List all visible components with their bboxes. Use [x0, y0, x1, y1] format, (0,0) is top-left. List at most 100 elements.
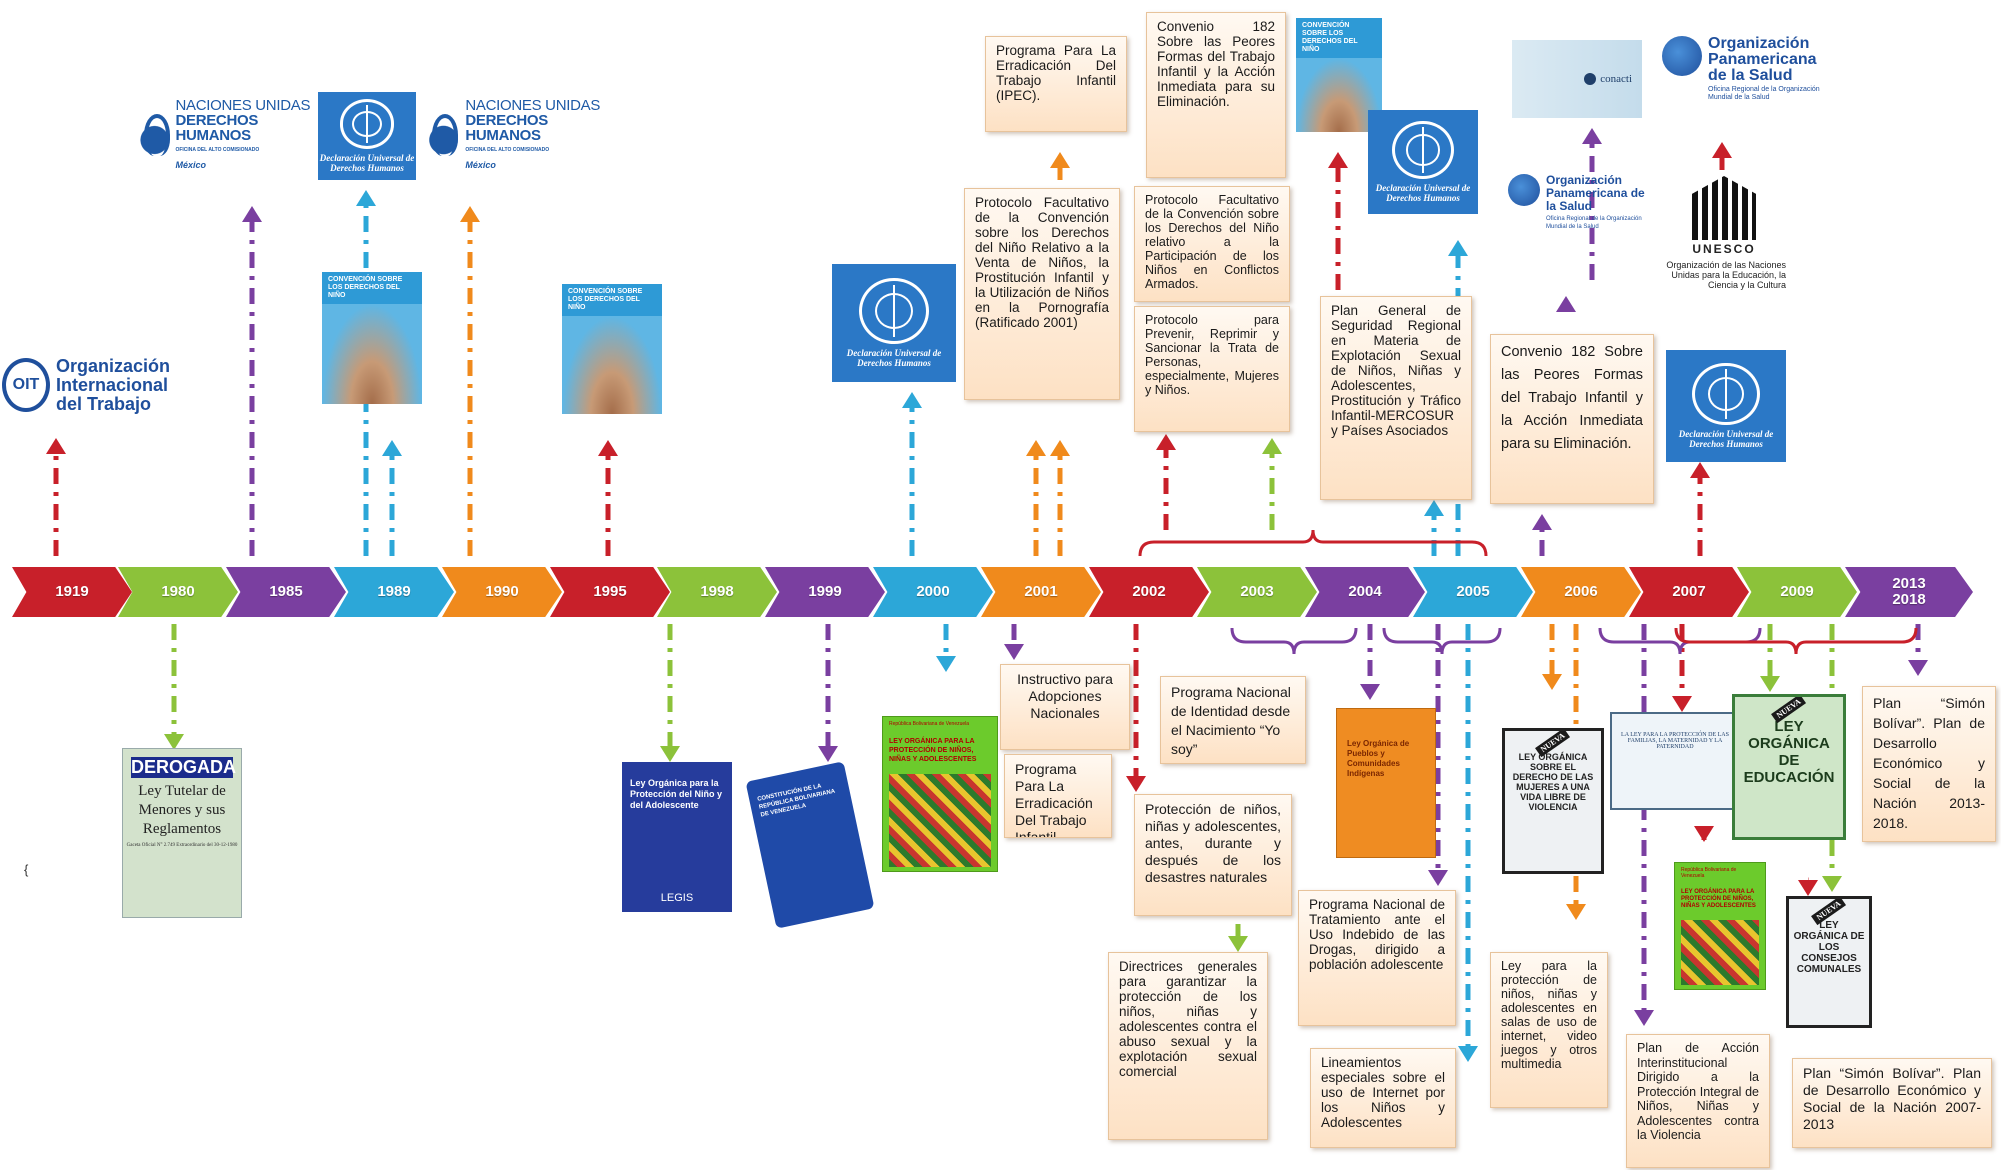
arrow-2002-up-crc: [1328, 152, 1348, 290]
republica-head: República Bolivariana de Venezuela: [1681, 867, 1737, 879]
identidad-yo-soy-box: Programa Nacional de Identidad desde el …: [1160, 676, 1306, 764]
plan-accion-violencia-box: Plan de Acción Interinstitucional Dirigi…: [1626, 1034, 1770, 1168]
brace-bottom-2006-2009: [1598, 627, 1762, 655]
year-2009: 2009: [1737, 567, 1857, 617]
lopnna-title: LEY ORGÁNICA PARA LA PROTECCIÓN DE NIÑOS…: [889, 738, 977, 763]
lopnna-title: LEY ORGÁNICA PARA LA PROTECCIÓN DE NIÑOS…: [1681, 889, 1756, 909]
arrow-1985-up: [242, 206, 262, 556]
arrow-2006-up-a: [1532, 514, 1552, 556]
ley-tutelar-title: Ley Tutelar de Menores y sus Reglamentos: [138, 783, 226, 837]
arrow-2002-up: [1156, 434, 1176, 530]
arrow-2013-down: [1908, 624, 1928, 676]
arrow-2000-up: [902, 392, 922, 556]
protocolo-conflictos-box: Protocolo Facultativo de la Convención s…: [1134, 186, 1290, 302]
ops-sub: Oficina Regional de la Organización Mund…: [1546, 216, 1642, 230]
plan-simon-bolivar-2007-box: Plan “Simón Bolívar”. Plan de Desarrollo…: [1792, 1058, 1992, 1148]
arrow-2006-down-a: [1542, 624, 1562, 690]
arrow-2005-up: [1424, 500, 1444, 556]
un-declaration-logo-2005: Declaración Universal de Derechos Humano…: [1368, 110, 1478, 214]
unesco-temple-icon: [1692, 176, 1756, 240]
ops-name: Organización Panamericana de la Salud: [1708, 36, 1817, 84]
ley-mujeres-title: LEY ORGÁNICA SOBRE EL DERECHO DE LAS MUJ…: [1512, 752, 1594, 812]
brace-top-2002-2005: [1138, 529, 1488, 557]
oit-logo: OIT Organización Internacional del Traba…: [2, 350, 172, 420]
ley-consejos-comunales-poster: NUEVA LEY ORGÁNICA DE LOS CONSEJOS COMUN…: [1786, 896, 1872, 1028]
year-1990: 1990: [442, 567, 562, 617]
ley-salas-internet-box: Ley para la protección de niños, niñas y…: [1490, 952, 1608, 1108]
constitucion-book: CONSTITUCIÓN DE LA REPÚBLICA BOLIVARIANA…: [745, 761, 875, 929]
conacti-icon: [1584, 73, 1597, 85]
year-1995: 1995: [550, 567, 670, 617]
arrow-1995-up: [598, 440, 618, 556]
arrow-2003-down-dir: [1228, 924, 1248, 952]
ops-globe-icon: [1508, 174, 1540, 206]
arrow-1919-up: [46, 438, 66, 556]
arrow-2006-up-b: [1556, 296, 1576, 312]
year-label: 2003: [1240, 583, 1274, 600]
nudh-line1: NACIONES UNIDAS: [175, 96, 311, 114]
arrow-2007-up-unesco: [1712, 142, 1732, 170]
un-declaration-logo-2000: Declaración Universal de Derechos Humano…: [832, 264, 956, 382]
year-label: 2002: [1132, 583, 1166, 600]
year-label: 2000: [916, 583, 950, 600]
pueblos-title: Ley Orgánica de Pueblos y Comunidades In…: [1347, 739, 1410, 778]
arrow-2004-down: [1360, 624, 1380, 700]
ley-familias-title: LA LEY PARA LA PROTECCIÓN DE LAS FAMILIA…: [1621, 732, 1729, 750]
ops-name: Organización Panamericana de la Salud: [1546, 174, 1645, 213]
nudh-line4: México: [175, 159, 206, 170]
brace-bottom-2005: [1382, 627, 1502, 655]
brace-bottom-2007-2013: [1674, 627, 1918, 655]
crc-title: CONVENCIÓN SOBRE LOS DERECHOS DEL NIÑO: [328, 276, 403, 299]
nudh-logo-1985: NACIONES UNIDAS DERECHOS HUMANOS OFICINA…: [138, 95, 318, 175]
year-label: 1919: [55, 583, 89, 600]
year-1989: 1989: [334, 567, 454, 617]
hands-image: [1296, 58, 1382, 132]
un-declaration-logo-2007: Declaración Universal de Derechos Humano…: [1666, 350, 1786, 462]
arrow-1998-down: [660, 624, 680, 762]
year-label: 1998: [700, 583, 734, 600]
year-2003: 2003: [1197, 567, 1317, 617]
unesco-sub: Organización de las Naciones Unidas para…: [1666, 260, 1786, 290]
year-2013-2018: 2013 2018: [1845, 567, 1973, 617]
ipec-box: Programa Para La Erradicación Del Trabaj…: [985, 36, 1127, 132]
ley-consejos-title: LEY ORGÁNICA DE LOS CONSEJOS COMUNALES: [1793, 920, 1865, 975]
constitucion-title: CONSTITUCIÓN DE LA REPÚBLICA BOLIVARIANA…: [756, 783, 836, 819]
un-declaration-logo-1989: Declaración Universal de Derechos Humano…: [318, 92, 416, 180]
flame-icon: [138, 110, 172, 160]
ley-tutelar-menores-card: DEROGADA Ley Tutelar de Menores y sus Re…: [122, 748, 242, 918]
arrow-1990-up: [460, 206, 480, 556]
year-1980: 1980: [118, 567, 238, 617]
year-1985: 1985: [226, 567, 346, 617]
nudh-line2: DERECHOS HUMANOS: [175, 111, 259, 144]
arrow-2013-down-b: [1798, 880, 1818, 896]
hands-image: [322, 304, 422, 404]
nudh-logo-1990: NACIONES UNIDAS DERECHOS HUMANOS OFICINA…: [426, 95, 616, 175]
un-globe-icon: [859, 277, 929, 345]
legis-publisher: LEGIS: [660, 892, 694, 904]
year-label: 2005: [1456, 583, 1490, 600]
year-label: 2006: [1564, 583, 1598, 600]
year-label: 2013 2018: [1892, 575, 1926, 608]
arrow-2003-up: [1262, 438, 1282, 530]
un-globe-icon: [339, 99, 395, 149]
protocolo-trata-box: Protocolo para Prevenir, Reprimir y Sanc…: [1134, 306, 1290, 432]
unesco-name: UNESCO: [1692, 242, 1756, 256]
year-label: 1999: [808, 583, 842, 600]
year-2001: 2001: [981, 567, 1101, 617]
ley-educacion-poster: NUEVA LEY ORGÁNICA DE EDUCACIÓN: [1732, 694, 1846, 840]
year-2004: 2004: [1305, 567, 1425, 617]
un-caption: Declaración Universal de Derechos Humano…: [1375, 183, 1471, 204]
convenio-182-box-2006: Convenio 182 Sobre las Peores Formas del…: [1490, 334, 1654, 504]
year-label: 2001: [1024, 583, 1058, 600]
conacti-logo: conacti: [1512, 40, 1642, 118]
year-label: 1985: [269, 583, 303, 600]
year-label: 1995: [593, 583, 627, 600]
un-caption: Declaración Universal de Derechos Humano…: [1678, 429, 1774, 450]
arrow-2009-down: [1760, 624, 1780, 692]
ops-logo-2006: Organización Panamericana de la Salud Of…: [1508, 174, 1650, 246]
arrow-2000-down: [936, 624, 956, 672]
ops-globe-icon: [1662, 36, 1702, 76]
flame-icon: [426, 110, 462, 160]
republica-head: República Bolivariana de Venezuela: [889, 721, 970, 727]
nudh-line1: NACIONES UNIDAS: [465, 96, 601, 114]
